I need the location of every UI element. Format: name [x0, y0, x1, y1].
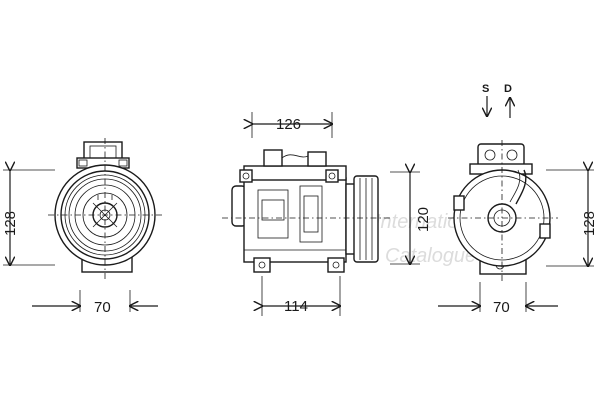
rear-view: S D 128 70 [438, 83, 598, 316]
side-top-label: 126 [276, 116, 301, 133]
side-bottom-label: 114 [284, 298, 308, 315]
rear-width-label: 70 [493, 299, 510, 316]
side-height-label: 120 [415, 207, 432, 232]
side-view: 126 114 [222, 112, 432, 316]
side-body [243, 177, 347, 263]
discharge-label: D [504, 83, 512, 95]
front-view: 128 70 [2, 138, 162, 316]
rear-height-label: 128 [581, 211, 598, 236]
front-height-label: 128 [2, 211, 19, 236]
suction-label: S [482, 83, 489, 95]
front-width-label: 70 [94, 299, 111, 316]
